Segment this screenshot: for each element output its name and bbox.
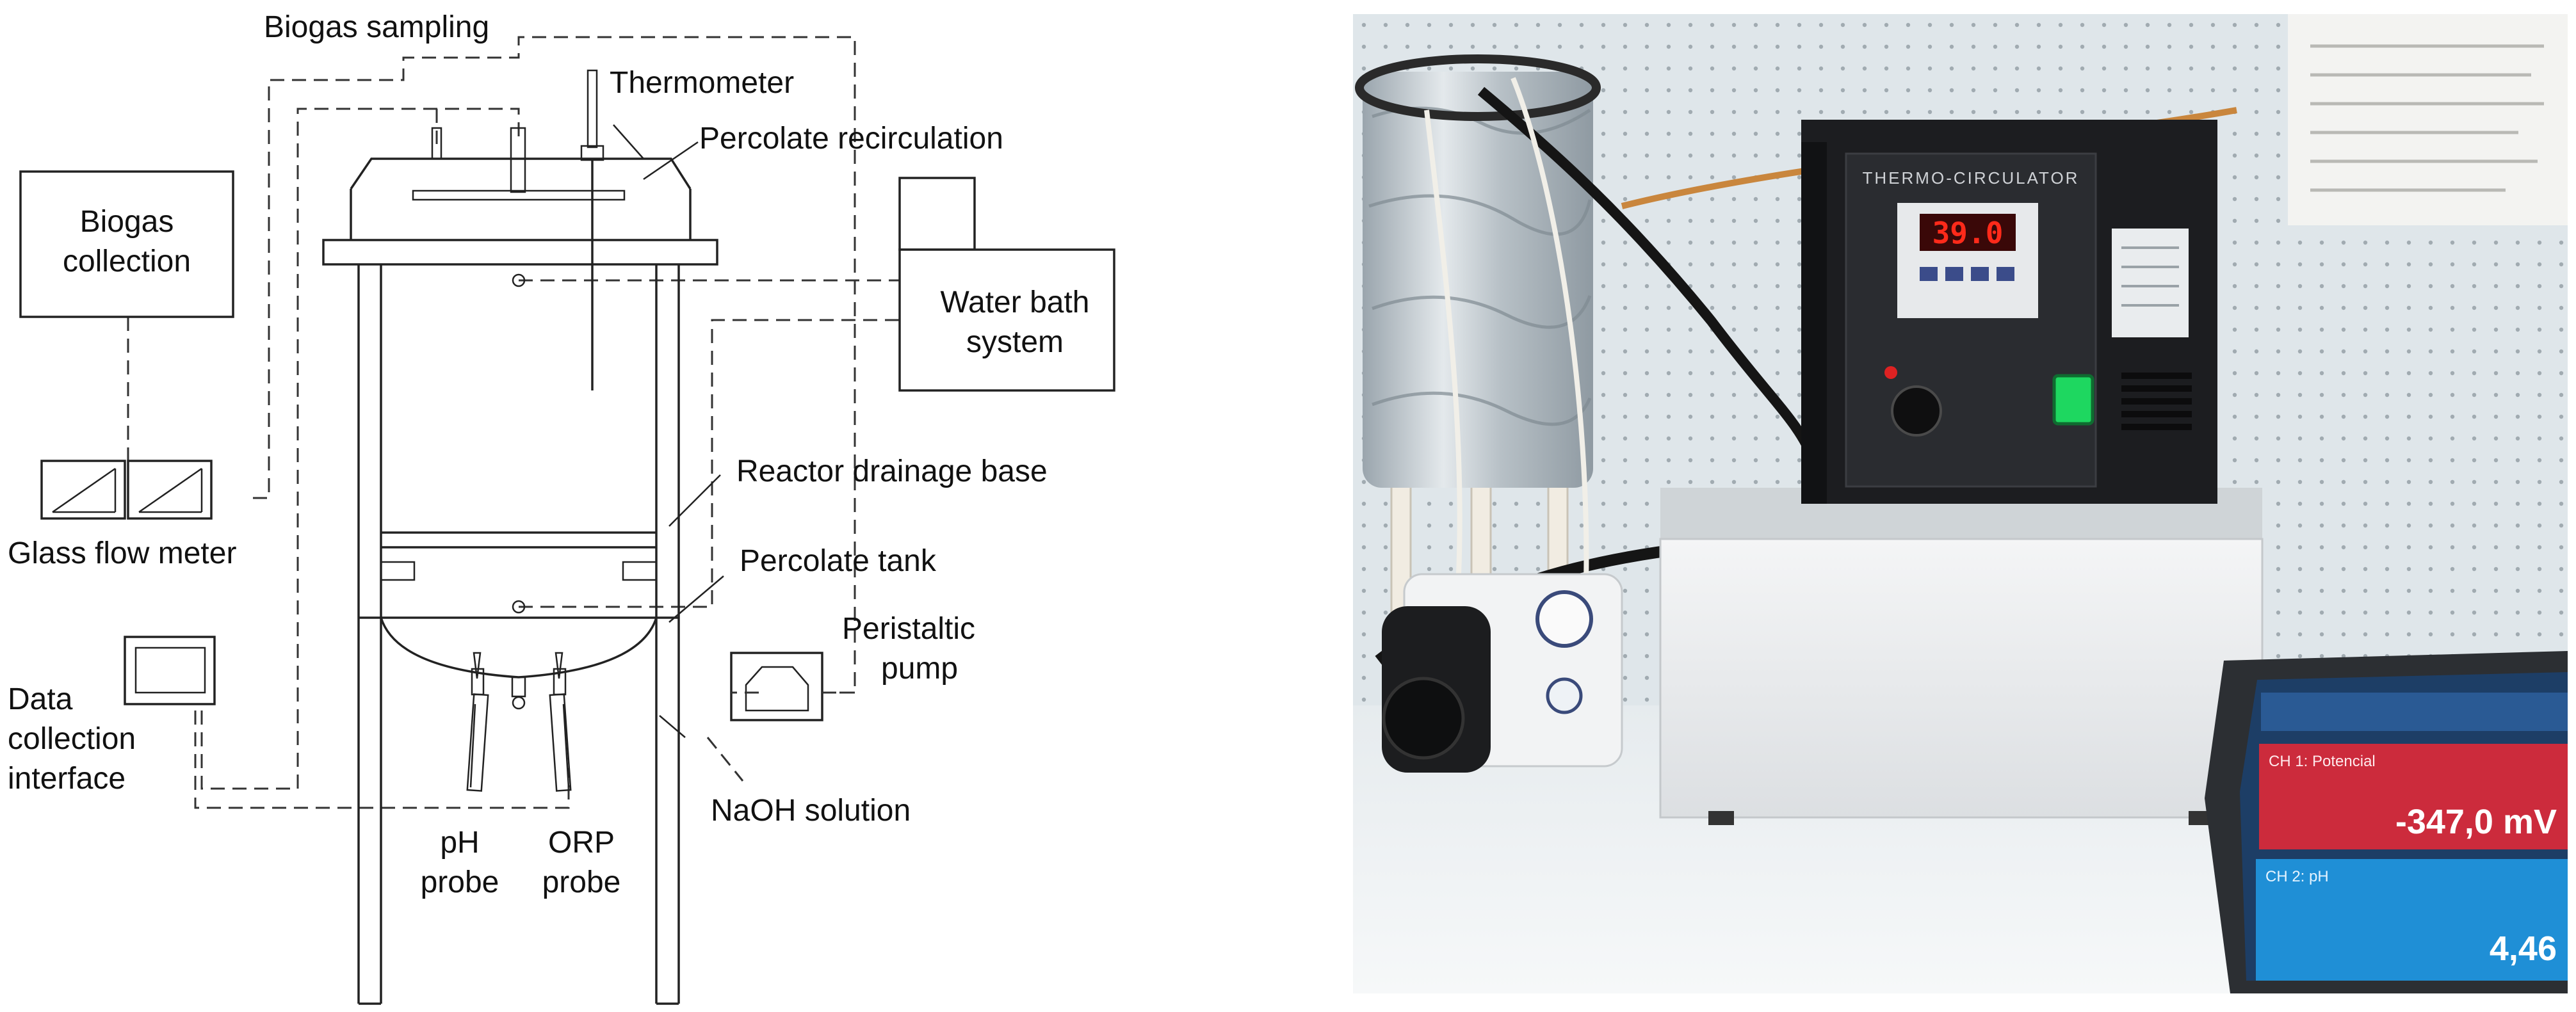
meter-channel2-value: 4,46 bbox=[2490, 929, 2557, 968]
reactor-schematic: Biogas sampling Thermometer Percolate re… bbox=[8, 10, 1115, 1005]
water-bath-photo bbox=[1659, 488, 2264, 825]
meter-channel1-label: CH 1: Potencial bbox=[2269, 753, 2376, 770]
circulator-brand: THERMO-CIRCULATOR bbox=[1863, 168, 2080, 188]
foil-wrapped-reactor bbox=[1355, 54, 1601, 488]
label-biogas-collection-1: Biogas bbox=[80, 205, 174, 239]
circulator-temperature-display: 39.0 bbox=[1932, 216, 2004, 250]
label-data-collection-2: collection bbox=[8, 722, 136, 756]
data-line-inner bbox=[200, 711, 298, 790]
label-data-collection-3: interface bbox=[8, 762, 126, 796]
peristaltic-pump bbox=[730, 652, 855, 721]
black-cable bbox=[1477, 86, 1819, 464]
label-peristaltic-pump-1: Peristaltic bbox=[842, 612, 975, 646]
biogas-header-line bbox=[296, 108, 520, 789]
label-thermometer: Thermometer bbox=[610, 66, 794, 100]
water-bath-box bbox=[898, 177, 1115, 392]
meter-channel2-panel bbox=[2256, 859, 2568, 981]
label-reactor-drainage-base: Reactor drainage base bbox=[736, 454, 1048, 488]
reactor-body bbox=[357, 264, 724, 1005]
probes bbox=[466, 652, 572, 792]
label-ph-probe-1: pH bbox=[440, 826, 479, 860]
naoh-line bbox=[706, 737, 744, 782]
diagram-labels: Biogas sampling Thermometer Percolate re… bbox=[8, 10, 1090, 899]
label-naoh-solution: NaOH solution bbox=[711, 794, 911, 828]
label-percolate-tank: Percolate tank bbox=[740, 544, 937, 578]
label-biogas-collection-2: collection bbox=[63, 245, 191, 278]
peristaltic-pump-photo bbox=[1382, 573, 1623, 773]
label-biogas-sampling: Biogas sampling bbox=[264, 10, 489, 44]
label-orp-probe-1: ORP bbox=[548, 826, 615, 860]
thermo-circulator: THERMO-CIRCULATOR 39.0 bbox=[1801, 120, 2217, 504]
biogas-collection-box bbox=[19, 170, 234, 318]
label-water-bath-2: system bbox=[966, 325, 1064, 359]
label-water-bath-1: Water bath bbox=[941, 285, 1090, 319]
label-data-collection-1: Data bbox=[8, 682, 73, 716]
label-orp-probe-2: probe bbox=[542, 865, 621, 899]
meter-channel2-label: CH 2: pH bbox=[2265, 868, 2329, 885]
ph-probe bbox=[466, 652, 489, 792]
label-ph-probe-2: probe bbox=[421, 865, 499, 899]
reactor-lid bbox=[322, 157, 718, 266]
data-meter-device: CH 1: Potencial -347,0 mV CH 2: pH 4,46 bbox=[2205, 651, 2568, 993]
glass-flow-meter bbox=[40, 460, 213, 520]
data-collection-device bbox=[124, 636, 216, 705]
setup-photo: THERMO-CIRCULATOR 39.0 bbox=[1353, 14, 2568, 993]
biogas-sampling-line bbox=[253, 36, 856, 694]
setup-photo-illustration: THERMO-CIRCULATOR 39.0 bbox=[1353, 14, 2568, 993]
meter-channel1-value: -347,0 mV bbox=[2395, 803, 2557, 841]
lid-fittings bbox=[431, 69, 699, 390]
label-percolate-recirculation: Percolate recirculation bbox=[699, 122, 1003, 156]
meter-channel1-panel bbox=[2259, 744, 2568, 849]
label-peristaltic-pump-2: pump bbox=[881, 652, 958, 686]
water-bath-return-line bbox=[519, 319, 900, 608]
label-glass-flow-meter: Glass flow meter bbox=[8, 536, 236, 570]
orp-probe bbox=[549, 652, 572, 792]
dashed-connections bbox=[127, 36, 900, 809]
